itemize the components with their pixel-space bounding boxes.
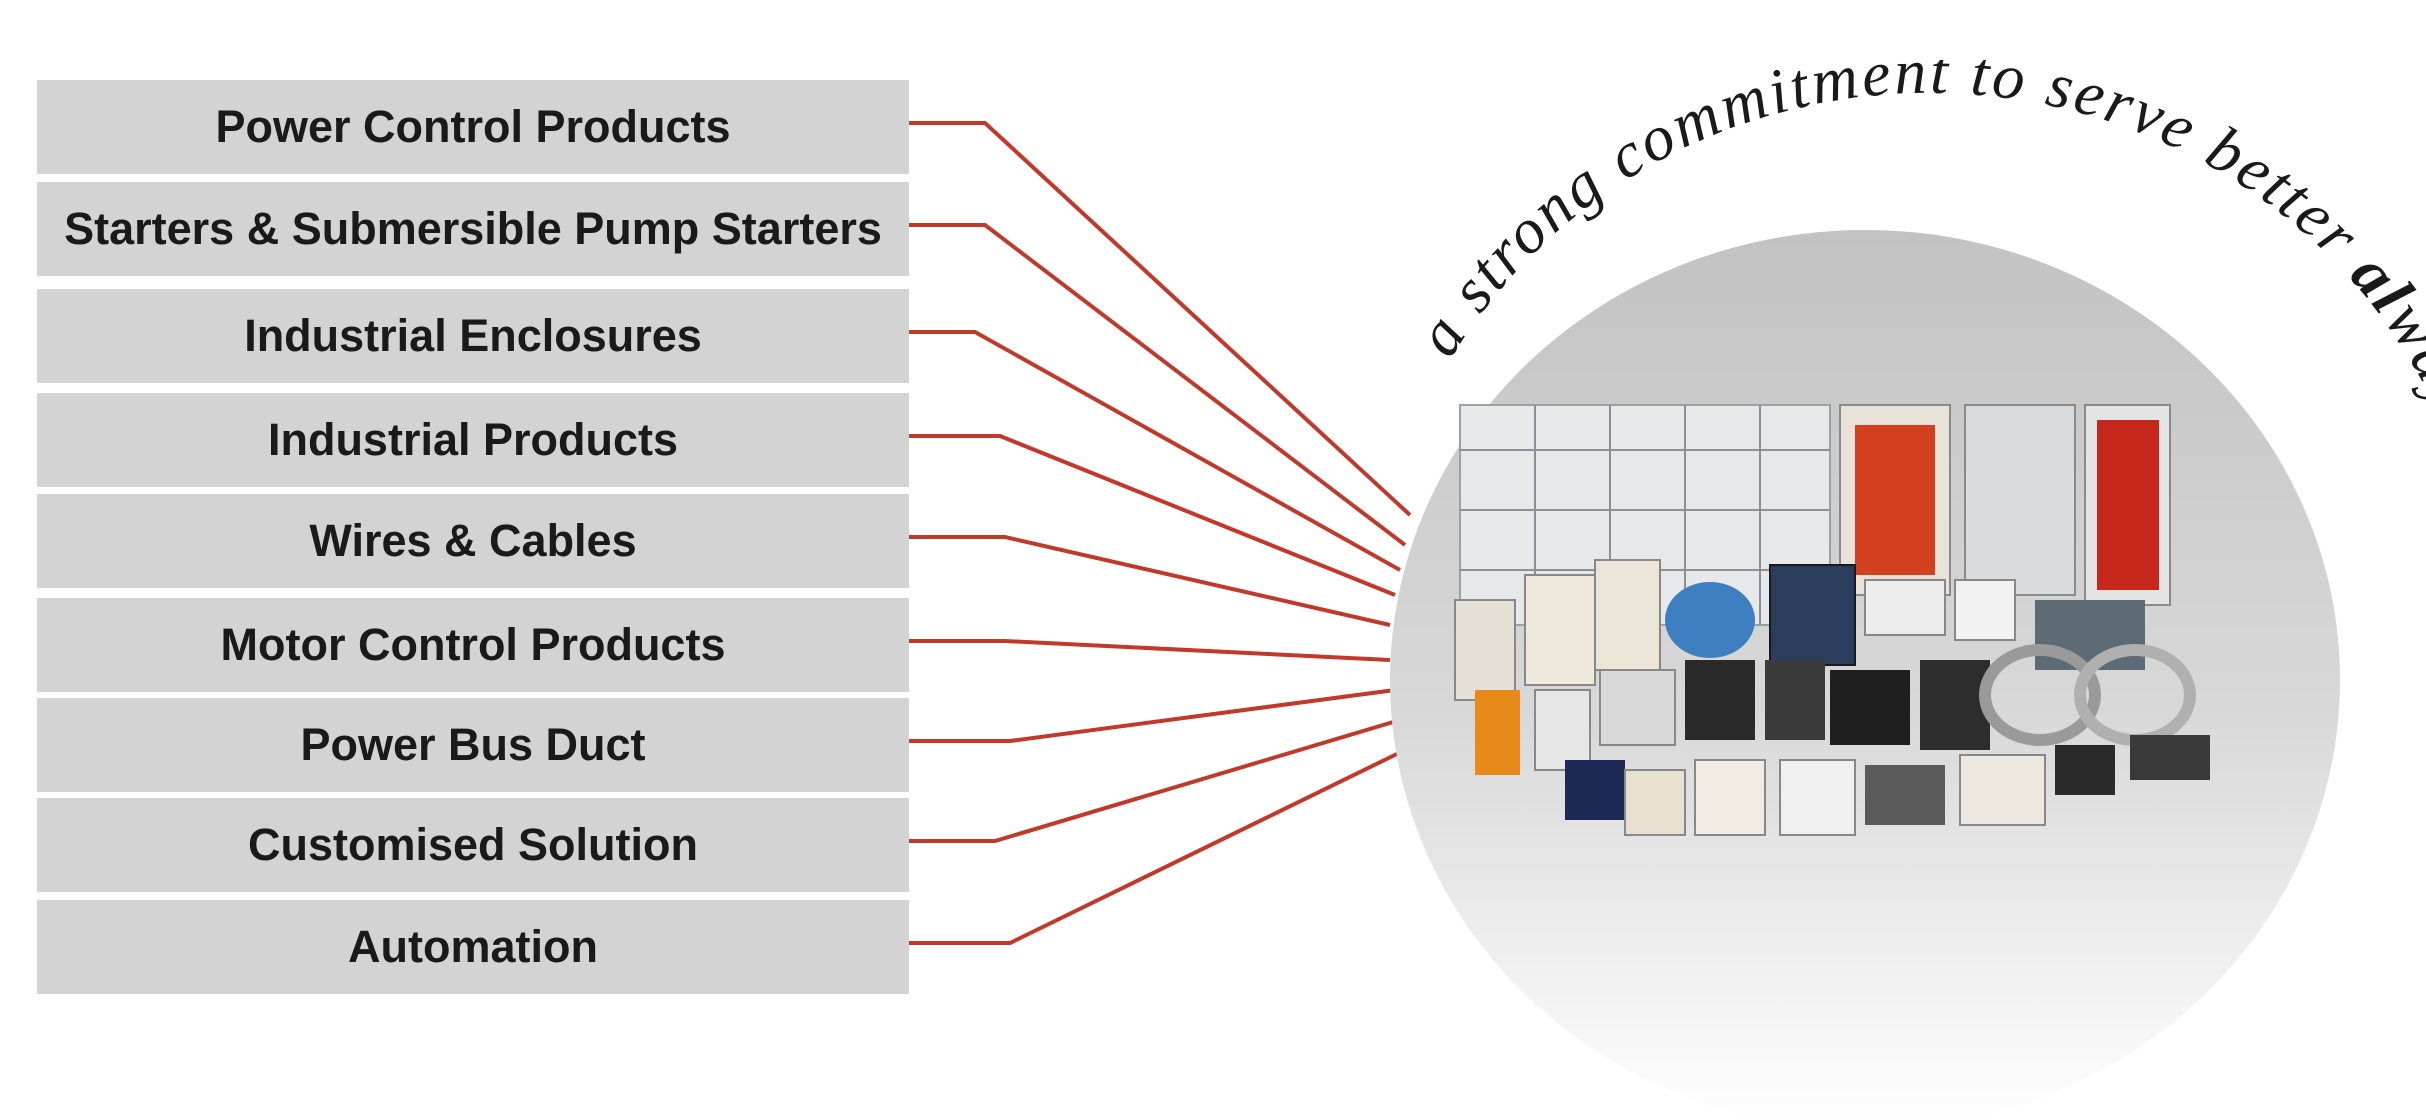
tagline-suffix: ways ... [2372,287,2426,518]
connector-line [909,330,1401,572]
product-globe [1390,230,2340,1120]
tagline-text: a strong commitment to serve better [1402,60,2390,367]
connector-line [909,223,1407,547]
menu-item-automation[interactable]: Automation [37,900,909,994]
connector-line [909,639,1391,662]
connector-line [909,121,1412,517]
menu-item-customised-solution[interactable]: Customised Solution [37,798,909,892]
connector-line [909,688,1396,743]
connector-line [909,748,1406,945]
menu-item-starters[interactable]: Starters & Submersible Pump Starters [37,182,909,276]
connector-line [909,434,1396,597]
menu-item-industrial-products[interactable]: Industrial Products [37,393,909,487]
connector-line [909,535,1391,627]
menu-item-industrial-enclosures[interactable]: Industrial Enclosures [37,289,909,383]
menu-item-power-bus-duct[interactable]: Power Bus Duct [37,698,909,792]
svg-text:a strong commitment to serve b: a strong commitment to serve better alwa… [1402,60,2426,518]
tagline: a strong commitment to serve better alwa… [1402,60,2426,518]
product-collage-image [1454,404,2210,836]
menu-item-wires-cables[interactable]: Wires & Cables [37,494,909,588]
menu-item-power-control-products[interactable]: Power Control Products [37,80,909,174]
connector-line [909,718,1401,843]
menu-item-motor-control-products[interactable]: Motor Control Products [37,598,909,692]
